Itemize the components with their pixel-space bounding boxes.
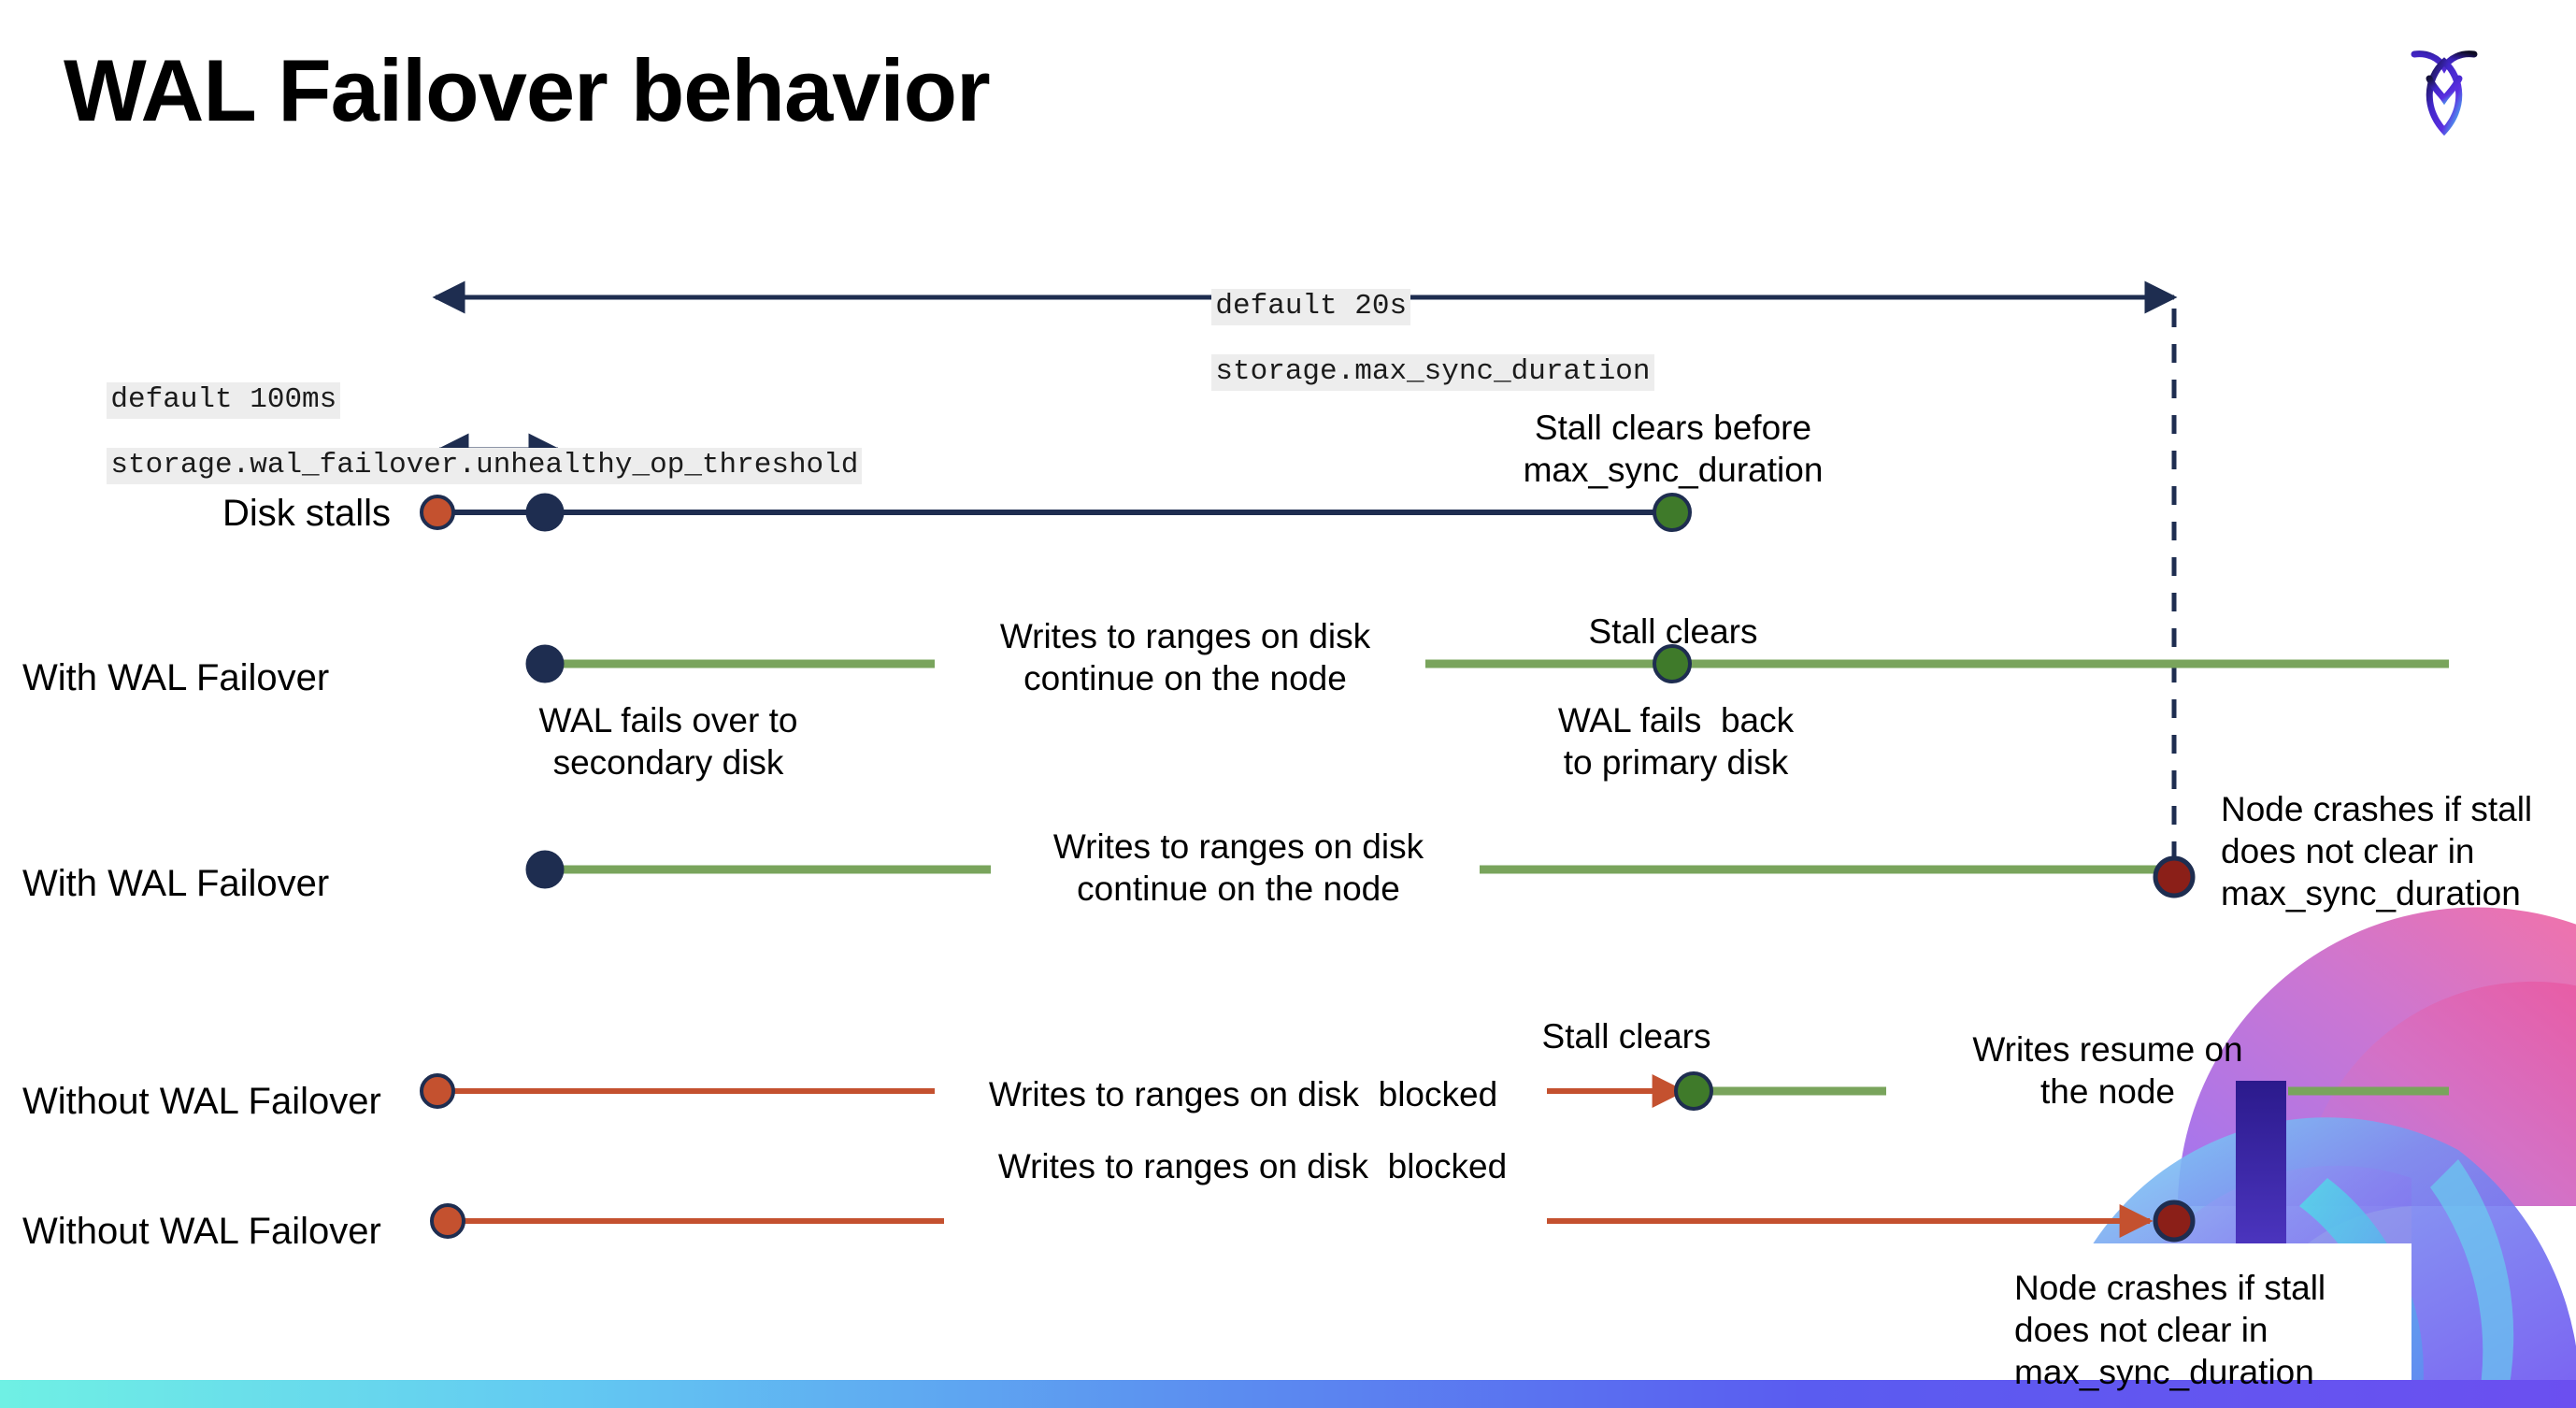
row-disk-stalls-timeline	[420, 493, 1692, 532]
unhealthy-op-default-label: default 100ms	[107, 382, 341, 419]
row-with-wal-failover-1-timeline	[525, 644, 2449, 683]
wal-failover-dot-navy	[525, 850, 565, 889]
row-without-wal-failover-1-timeline	[420, 1071, 2449, 1111]
note-writes-continue-row2: Writes to ranges on disk continue on the…	[999, 617, 1371, 698]
row-label-with-wal-failover-1: With WAL Failover	[22, 657, 330, 698]
note-stall-clears-row4: Stall clears	[1541, 1017, 1711, 1056]
note-writes-continue-row3: Writes to ranges on disk continue on the…	[1052, 827, 1424, 909]
max-sync-setting-label: storage.max_sync_duration	[1211, 354, 1654, 391]
row-label-with-wal-failover-2: With WAL Failover	[22, 863, 330, 904]
max-sync-duration-annotation: default 20s storage.max_sync_duration	[1142, 260, 1654, 420]
note-stall-clears-before-max-sync: Stall clears before max_sync_duration	[1523, 409, 1824, 490]
note-writes-resume-row4: Writes resume on the node	[1972, 1030, 2243, 1112]
unhealthy-op-threshold-annotation: default 100ms storage.wal_failover.unhea…	[37, 353, 863, 513]
row-label-without-wal-failover-1: Without WAL Failover	[22, 1081, 381, 1122]
stall-start-dot-red	[430, 1203, 465, 1239]
note-wal-fails-back-primary: WAL fails back to primary disk	[1557, 701, 1795, 783]
row-with-wal-failover-2-timeline	[525, 850, 2196, 898]
wal-failover-dot-navy	[525, 644, 565, 683]
note-stall-clears-row2: Stall clears	[1588, 612, 1758, 651]
failover-trigger-dot-navy	[525, 493, 565, 532]
stall-clear-dot-green	[1653, 644, 1692, 683]
row-label-disk-stalls: Disk stalls	[222, 493, 392, 534]
unhealthy-op-setting-label: storage.wal_failover.unhealthy_op_thresh…	[107, 448, 863, 484]
note-node-crashes-row5: Node crashes if stall does not clear in …	[2014, 1269, 2326, 1392]
stall-clear-dot-green	[1674, 1071, 1713, 1111]
note-writes-blocked-row4: Writes to ranges on disk blocked	[988, 1075, 1498, 1113]
note-node-crashes-row3: Node crashes if stall does not clear in …	[2221, 790, 2533, 913]
bottom-gradient-bar	[0, 1380, 2576, 1408]
note-wal-fails-over-secondary: WAL fails over to secondary disk	[538, 701, 798, 783]
max-sync-default-label: default 20s	[1211, 289, 1411, 325]
node-crash-dot-dark-red	[2153, 1200, 2196, 1243]
stall-start-dot-red	[420, 1073, 455, 1109]
cockroachdb-logo	[2388, 34, 2500, 153]
page-title: WAL Failover behavior	[64, 41, 991, 139]
stall-clear-dot-green	[1653, 493, 1692, 532]
stall-start-dot-red	[420, 495, 455, 530]
node-crash-dot-dark-red	[2153, 855, 2196, 898]
row-without-wal-failover-2-timeline	[430, 1200, 2196, 1243]
row-label-without-wal-failover-2: Without WAL Failover	[22, 1211, 381, 1252]
note-writes-blocked-row5: Writes to ranges on disk blocked	[997, 1147, 1508, 1185]
